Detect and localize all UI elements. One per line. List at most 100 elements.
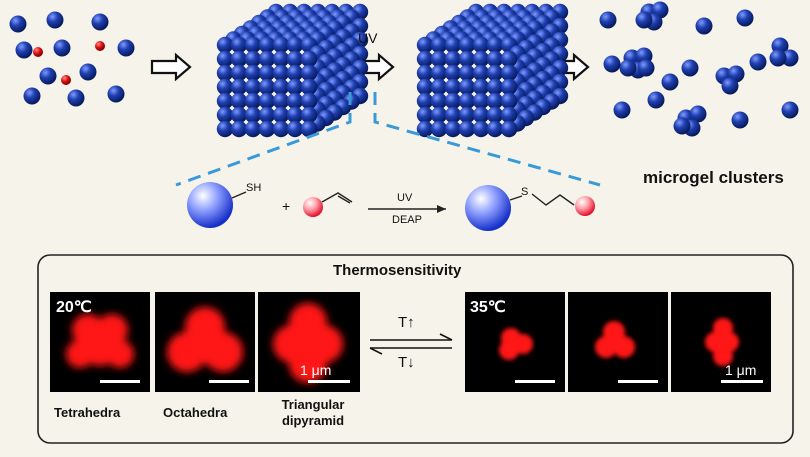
crystal-sphere — [430, 120, 448, 138]
thioether-atom-label: S — [521, 186, 529, 198]
microgel-cluster — [731, 111, 749, 129]
crystal-sphere — [472, 92, 490, 110]
blue-microgel — [91, 13, 109, 31]
crystal-sphere — [416, 78, 434, 96]
blue-microgel — [46, 11, 64, 29]
microgel-cluster — [613, 101, 631, 119]
microgel-cluster — [736, 9, 754, 27]
zoom-lines — [175, 92, 601, 187]
crystal-sphere — [416, 64, 434, 82]
thermosensitivity-title: Thermosensitivity — [333, 262, 462, 279]
plus-sign: + — [282, 198, 291, 214]
crystal-sphere — [486, 36, 504, 54]
crystal-sphere — [272, 92, 290, 110]
clustered-microgel — [689, 105, 707, 123]
crystal-sphere — [258, 92, 276, 110]
microgel-cluster — [599, 11, 617, 29]
crystal-sphere — [258, 120, 276, 138]
crystal-sphere — [430, 36, 448, 54]
crystal-sphere — [300, 78, 318, 96]
crystal-sphere — [216, 36, 234, 54]
fluorescent-microgel — [290, 326, 326, 362]
crystal-sphere — [244, 92, 262, 110]
blue-microgel — [39, 67, 57, 85]
microgel-cluster — [661, 73, 679, 91]
clustered-microgel — [769, 49, 787, 67]
microgel-cluster — [673, 105, 707, 137]
colloidal-crystal-before-uv — [216, 3, 369, 138]
thiol-group-label: SH — [246, 182, 262, 194]
heating-label: T↑ — [398, 314, 415, 331]
crystal-sphere — [416, 120, 434, 138]
crystal-sphere — [300, 92, 318, 110]
microgel-cluster — [603, 55, 621, 73]
microgel-cluster — [635, 1, 669, 31]
uv-label: UV — [358, 30, 378, 46]
crystal-sphere — [300, 120, 318, 138]
crystal-sphere — [244, 106, 262, 124]
vinyl-linker-icon — [303, 197, 323, 217]
crystal-sphere — [500, 92, 518, 110]
crystal-sphere — [300, 50, 318, 68]
crystal-sphere — [258, 106, 276, 124]
clustered-microgel — [637, 59, 655, 77]
crystal-sphere — [216, 50, 234, 68]
crystal-sphere — [216, 64, 234, 82]
crystal-sphere — [500, 50, 518, 68]
clustered-microgel — [781, 49, 799, 67]
micrograph-panel — [465, 292, 565, 392]
clustered-microgel — [681, 59, 699, 77]
crystal-sphere — [486, 64, 504, 82]
fluorescent-microgel — [106, 340, 134, 368]
crystal-sphere — [430, 50, 448, 68]
fluorescent-microgel — [613, 336, 635, 358]
crystal-sphere — [472, 120, 490, 138]
microgel-clusters-label: microgel clusters — [643, 168, 784, 187]
crystal-sphere — [430, 106, 448, 124]
scale-bar — [515, 380, 555, 383]
crystal-sphere — [444, 92, 462, 110]
fluorescent-microgel — [189, 332, 221, 364]
crystal-sphere — [300, 106, 318, 124]
clustered-microgel — [673, 117, 691, 135]
crystal-sphere — [272, 106, 290, 124]
blue-microgel — [9, 15, 27, 33]
crystal-sphere — [444, 78, 462, 96]
shape-label-tetrahedra: Tetrahedra — [54, 405, 121, 420]
crystal-sphere — [430, 78, 448, 96]
crystal-sphere — [458, 92, 476, 110]
blue-microgel — [67, 89, 85, 107]
crystal-sphere — [500, 64, 518, 82]
blue-microgel — [23, 87, 41, 105]
crystal-sphere — [244, 78, 262, 96]
microgel-cluster — [749, 53, 767, 71]
crystal-sphere — [472, 64, 490, 82]
crystal-sphere — [216, 120, 234, 138]
crystal-sphere — [416, 50, 434, 68]
microgel-clusters — [599, 1, 799, 137]
crystal-sphere — [444, 36, 462, 54]
scale-bar — [721, 380, 763, 383]
fluorescent-microgel — [499, 340, 519, 360]
dispersed-particles — [9, 11, 135, 107]
crystal-sphere — [430, 64, 448, 82]
crystal-sphere — [230, 36, 248, 54]
crystal-sphere — [286, 36, 304, 54]
red-linker — [33, 47, 43, 57]
crystal-sphere — [230, 50, 248, 68]
colloidal-crystal-after-uv — [416, 3, 569, 138]
microgel-cluster — [715, 65, 745, 95]
crystal-sphere — [230, 92, 248, 110]
clustered-microgel — [695, 17, 713, 35]
clustered-microgel — [661, 73, 679, 91]
reaction-scheme — [187, 182, 595, 231]
equilibrium-arrows — [369, 333, 453, 355]
crystal-sphere — [286, 64, 304, 82]
crystal-sphere — [500, 106, 518, 124]
crystal-sphere — [272, 36, 290, 54]
crystal-sphere — [258, 64, 276, 82]
microgel-cluster — [769, 37, 799, 67]
crystal-sphere — [486, 50, 504, 68]
crystal-sphere — [472, 50, 490, 68]
